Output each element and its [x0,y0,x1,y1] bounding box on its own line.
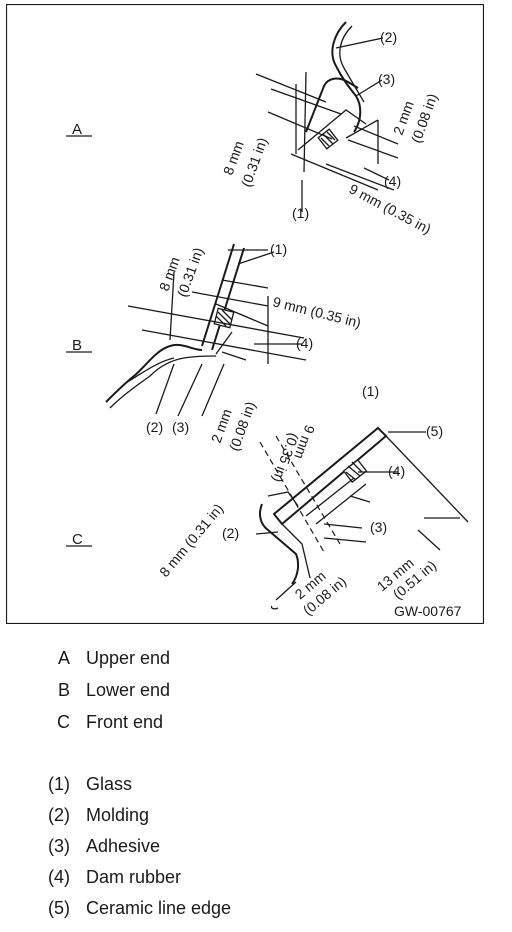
legend-text: Dam rubber [86,867,182,887]
callout-c-3: (3) [370,519,387,535]
section-label-a: A [72,121,82,138]
callout-c-1: (1) [362,383,379,399]
legend-text: Upper end [86,648,171,668]
legend-key: (2) [48,805,70,825]
legend-text: Adhesive [86,836,161,856]
legend-key: (1) [48,774,70,794]
legend-text: Molding [86,805,150,825]
installation-diagram: A 8 mm (0.31 in) 2 mm (0.08 in) 9 mm (0.… [6,4,484,624]
legend-key: B [57,680,70,700]
figure-code: GW-00767 [394,603,462,619]
callout-a-2: (2) [380,29,397,45]
legend-key: C [57,712,70,732]
callout-a-4: (4) [384,173,401,189]
legend-text: Lower end [86,680,171,700]
legend-key: (3) [48,836,70,856]
legend-key: (5) [48,898,70,918]
section-label-b: B [72,337,82,354]
legend-text: Front end [86,712,164,732]
callout-b-3: (3) [172,419,189,435]
legend-text: Glass [86,774,133,794]
view-legend: A Upper end B Lower end C Front end [0,644,512,740]
callout-a-1: (1) [292,205,309,221]
callout-b-4: (4) [296,335,313,351]
legend-key: (4) [48,867,70,887]
parts-legend: (1) Glass (2) Molding (3) Adhesive (4) D… [0,770,512,930]
callout-c-4: (4) [388,463,405,479]
callout-a-3: (3) [378,71,395,87]
callout-b-2: (2) [146,419,163,435]
legend-text: Ceramic line edge [86,898,232,918]
callout-b-1: (1) [270,241,287,257]
legend-key: A [57,648,70,668]
section-label-c: C [72,531,83,548]
callout-c-5: (5) [426,423,443,439]
callout-c-2: (2) [222,525,239,541]
